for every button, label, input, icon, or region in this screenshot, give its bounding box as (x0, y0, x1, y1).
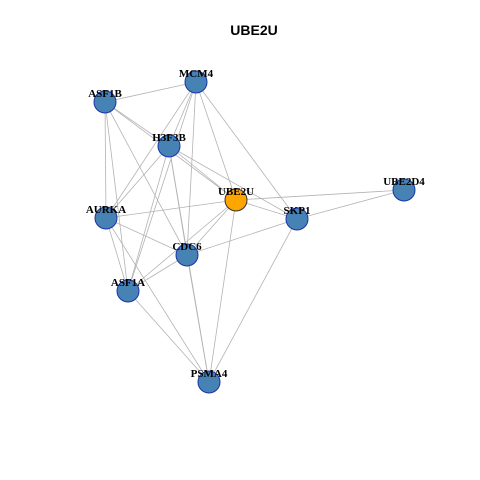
node-label-skp1: SKP1 (284, 205, 311, 217)
node-label-h3f3b: H3F3B (152, 132, 186, 144)
edge-asf1b-cdc6 (104, 101, 188, 256)
edge-aurka-cdc6 (105, 217, 188, 256)
node-label-ube2u: UBE2U (218, 186, 254, 198)
node-label-ube2d4: UBE2D4 (383, 176, 425, 188)
edge-mcm4-h3f3b (168, 81, 197, 147)
node-h3f3b[interactable] (157, 134, 181, 158)
edge-h3f3b-skp1 (168, 145, 298, 220)
edge-ube2u-psma4 (208, 199, 237, 383)
node-aurka[interactable] (94, 206, 118, 230)
edge-aurka-psma4 (105, 217, 210, 383)
edge-mcm4-aurka (105, 81, 197, 219)
edge-cdc6-asf1a (127, 254, 188, 292)
edge-h3f3b-ube2u (168, 145, 237, 201)
edge-h3f3b-aurka (105, 145, 170, 219)
node-label-asf1b: ASF1B (88, 88, 122, 100)
edge-ube2u-ube2d4 (235, 189, 405, 201)
node-label-asf1a: ASF1A (111, 277, 145, 289)
edge-mcm4-asf1b (104, 81, 197, 103)
edge-mcm4-ube2u (195, 81, 237, 201)
edge-ube2d4-skp1 (296, 189, 405, 220)
node-skp1[interactable] (285, 207, 309, 231)
node-label-cdc6: CDC6 (172, 241, 202, 253)
node-asf1b[interactable] (93, 90, 117, 114)
edge-asf1b-asf1a (104, 101, 129, 292)
edge-ube2u-cdc6 (186, 199, 237, 256)
edge-mcm4-cdc6 (186, 81, 197, 256)
node-ube2u[interactable] (224, 188, 248, 212)
edge-aurka-asf1a (105, 217, 129, 292)
graph-title: UBE2U (230, 22, 277, 38)
edge-cdc6-psma4 (186, 254, 210, 383)
node-layer (93, 70, 416, 394)
node-label-aurka: AURKA (86, 204, 126, 216)
edge-mcm4-asf1a (127, 81, 197, 292)
edge-ube2u-aurka (105, 199, 237, 219)
edge-skp1-cdc6 (186, 218, 298, 256)
node-cdc6[interactable] (175, 243, 199, 267)
edge-h3f3b-asf1a (127, 145, 170, 292)
edge-mcm4-skp1 (195, 81, 298, 220)
node-label-psma4: PSMA4 (191, 368, 228, 380)
node-ube2d4[interactable] (392, 178, 416, 202)
node-mcm4[interactable] (184, 70, 208, 94)
edge-asf1b-h3f3b (104, 101, 170, 147)
edge-skp1-psma4 (208, 218, 298, 383)
edge-asf1a-psma4 (127, 290, 210, 383)
node-label-mcm4: MCM4 (179, 68, 214, 80)
edge-layer (104, 81, 405, 383)
node-psma4[interactable] (197, 370, 221, 394)
edge-asf1b-aurka (104, 101, 107, 219)
node-asf1a[interactable] (116, 279, 140, 303)
